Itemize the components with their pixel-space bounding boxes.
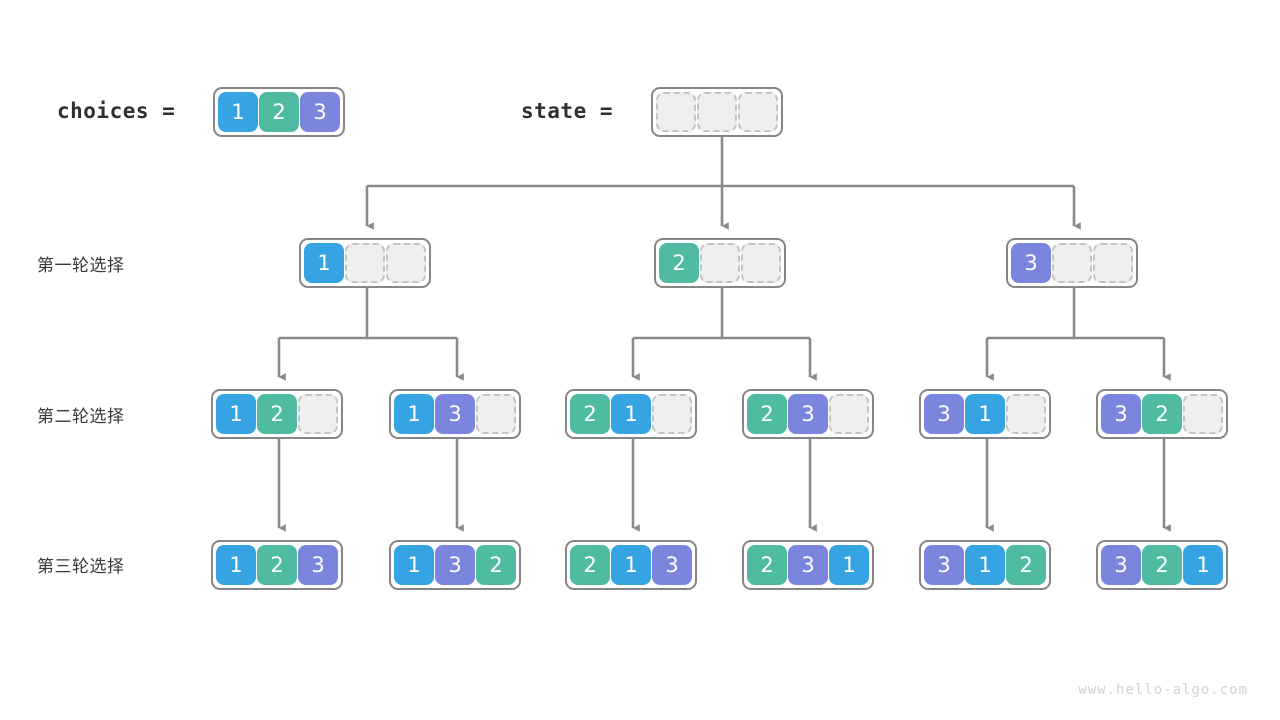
state-node-cell-value: 1 [611,394,651,434]
state-node-cell-value: 1 [304,243,344,283]
state-node-cell-value: 2 [1142,394,1182,434]
state-node-cell-value: 3 [652,545,692,585]
state-node-cell-value: 2 [570,394,610,434]
state-node-cell-value: 3 [1101,545,1141,585]
state-node-cell-value: 3 [924,394,964,434]
state-array [651,87,783,137]
row-label-round-1: 第一轮选择 [37,256,125,276]
state-node-cell-value: 2 [1006,545,1046,585]
state-cell-empty [738,92,778,132]
state-node-cell-empty [1006,394,1046,434]
state-node-cell-value: 2 [659,243,699,283]
state-node-cell-empty [298,394,338,434]
state-node-cell-value: 3 [435,545,475,585]
row-label-round-3: 第三轮选择 [37,557,125,577]
choices-cell-value: 3 [300,92,340,132]
watermark: www.hello-algo.com [1078,682,1248,698]
state-node-cell-value: 3 [788,394,828,434]
choices-cell-value: 1 [218,92,258,132]
state-cell-empty [697,92,737,132]
state-node-cell-value: 1 [394,545,434,585]
state-node-cell-value: 2 [476,545,516,585]
state-cell-empty [656,92,696,132]
state-node-cell-empty [652,394,692,434]
state-node-cell-empty [829,394,869,434]
state-node-cell-value: 2 [1142,545,1182,585]
state-node-cell-value: 1 [1183,545,1223,585]
state-node-cell-value: 1 [965,545,1005,585]
state-node-cell-value: 2 [747,545,787,585]
choices-label: choices = [57,99,176,123]
state-node-cell-value: 3 [1011,243,1051,283]
state-node-cell-value: 3 [1101,394,1141,434]
row-label-round-2: 第二轮选择 [37,407,125,427]
state-node-cell-value: 1 [611,545,651,585]
state-node-cell-empty [741,243,781,283]
state-node-cell-value: 1 [394,394,434,434]
state-node-cell-empty [1093,243,1133,283]
state-node-cell-value: 2 [257,545,297,585]
state-node-r1-1: 1 [299,238,431,288]
state-node-cell-value: 1 [829,545,869,585]
state-node-cell-value: 1 [216,394,256,434]
state-node-cell-empty [476,394,516,434]
state-node-cell-value: 1 [216,545,256,585]
state-node-r1-2: 2 [654,238,786,288]
state-node-cell-empty [700,243,740,283]
state-node-cell-empty [1052,243,1092,283]
state-node-cell-empty [386,243,426,283]
state-node-cell-value: 1 [965,394,1005,434]
state-node-cell-value: 3 [435,394,475,434]
state-node-cell-value: 3 [298,545,338,585]
state-node-cell-empty [345,243,385,283]
state-node-r1-3: 3 [1006,238,1138,288]
state-node-cell-value: 3 [788,545,828,585]
state-node-cell-value: 2 [570,545,610,585]
state-node-cell-value: 2 [257,394,297,434]
state-node-cell-empty [1183,394,1223,434]
state-label: state = [521,99,614,123]
state-node-cell-value: 2 [747,394,787,434]
choices-cell-value: 2 [259,92,299,132]
state-node-cell-value: 3 [924,545,964,585]
